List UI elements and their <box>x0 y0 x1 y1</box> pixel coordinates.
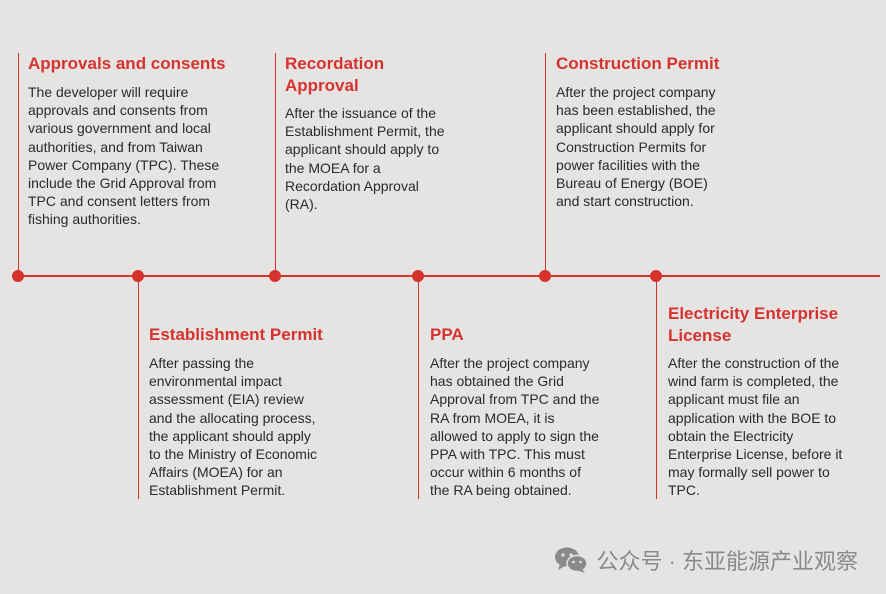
connector-line-approvals <box>18 53 19 275</box>
wechat-icon <box>555 547 589 573</box>
connector-line-electricity <box>656 277 657 499</box>
milestone-text-ppa: After the project company has obtained t… <box>430 355 600 499</box>
milestone-title-ppa: PPA <box>430 325 464 344</box>
milestone-title-establishment: Establishment Permit <box>149 325 323 344</box>
connector-line-establishment <box>138 277 139 499</box>
milestone-text-establishment: After passing the environmental impact a… <box>149 355 318 499</box>
watermark: 公众号 · 东亚能源产业观察 <box>554 546 858 574</box>
milestone-text-approvals: The developer will require approvals and… <box>28 84 220 228</box>
connector-line-recordation <box>275 53 276 275</box>
milestone-text-construction: After the project company has been estab… <box>556 84 716 210</box>
milestone-text-electricity: After the construction of the wind farm … <box>668 355 843 499</box>
milestone-text-recordation: After the issuance of the Establishment … <box>285 105 445 213</box>
timeline-axis <box>12 275 880 277</box>
milestone-title-approvals: Approvals and consents <box>28 54 226 73</box>
milestone-title-construction: Construction Permit <box>556 54 720 73</box>
timeline-dot-approvals <box>12 270 24 282</box>
connector-line-ppa <box>418 277 419 499</box>
timeline-dot-establishment <box>132 270 144 282</box>
timeline-dot-electricity <box>650 270 662 282</box>
connector-line-construction <box>545 53 546 275</box>
watermark-text: 公众号 · 东亚能源产业观察 <box>596 549 858 574</box>
milestone-title-electricity: Electricity Enterprise License <box>668 304 839 345</box>
timeline-dot-construction <box>539 270 551 282</box>
milestone-title-recordation: Recordation Approval <box>285 54 385 95</box>
timeline-dot-ppa <box>412 270 424 282</box>
timeline-dot-recordation <box>269 270 281 282</box>
